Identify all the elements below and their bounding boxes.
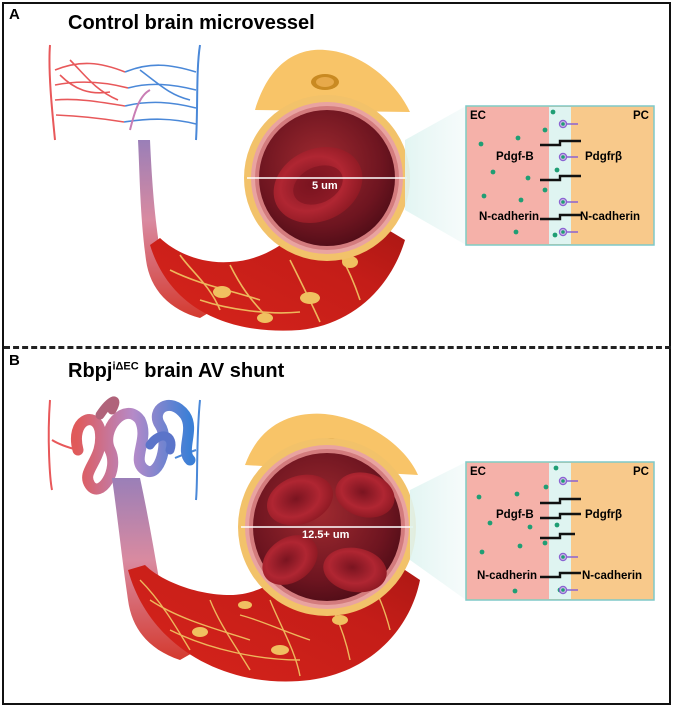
panel-a-diameter-label: 5 um (312, 180, 338, 192)
panel-a-pc-label: PC (633, 110, 649, 122)
panel-a-letter: A (9, 6, 20, 23)
panel-a-title: Control brain microvessel (68, 12, 315, 34)
panel-b-pericyte-cells (192, 601, 348, 655)
panel-a-pericyte-cells (213, 256, 358, 323)
panel-b-ec-label: EC (470, 466, 486, 478)
panel-b-junctions (540, 497, 581, 579)
panel-b-letter: B (9, 352, 20, 369)
panel-b-pc-adhesion-label: N-cadherin (582, 570, 643, 582)
panel-b-inset (465, 461, 655, 601)
panel-a-ligand-dots (478, 109, 560, 238)
panel-b-title-main: Rbpj (68, 360, 113, 382)
panel-b-ligand-label: Pdgf-B (496, 509, 534, 521)
panel-b-av-shunt-coil (70, 396, 196, 495)
panel-a-pc-adhesion-label: N-cadherin (580, 211, 641, 223)
panel-b-ec-adhesion-label: N-cadherin (477, 570, 538, 582)
panel-a-ec-label: EC (470, 110, 486, 122)
panel-a-capillary-network (48, 44, 201, 141)
panel-b-diameter-label: 12.5+ um (302, 529, 350, 541)
panel-b-title: RbpjiΔEC brain AV shunt (68, 360, 284, 383)
panel-b-title-sup: iΔEC (112, 360, 139, 373)
panel-b-receptors (558, 476, 578, 595)
panel-b-receptor-label: Pdgfrβ (585, 509, 623, 521)
panel-b-zoom-cone (410, 462, 466, 600)
panel-a-receptors (558, 119, 578, 237)
panel-a-vessel-stem (138, 140, 230, 318)
panel-a-receptor-label: Pdgfrβ (585, 151, 623, 163)
panel-b-pc-label: PC (633, 466, 649, 478)
panel-b-title-rest: brain AV shunt (138, 360, 285, 382)
panel-b-red-blood-cells (262, 472, 395, 593)
panel-a-ec-adhesion-label: N-cadherin (479, 211, 540, 223)
panel-a-ligand-label: Pdgf-B (496, 151, 534, 163)
panel-divider (4, 346, 671, 349)
panel-a-junctions (540, 139, 581, 221)
panel-b-vessel-stem (112, 478, 215, 660)
panel-a-zoom-cone (405, 106, 466, 245)
